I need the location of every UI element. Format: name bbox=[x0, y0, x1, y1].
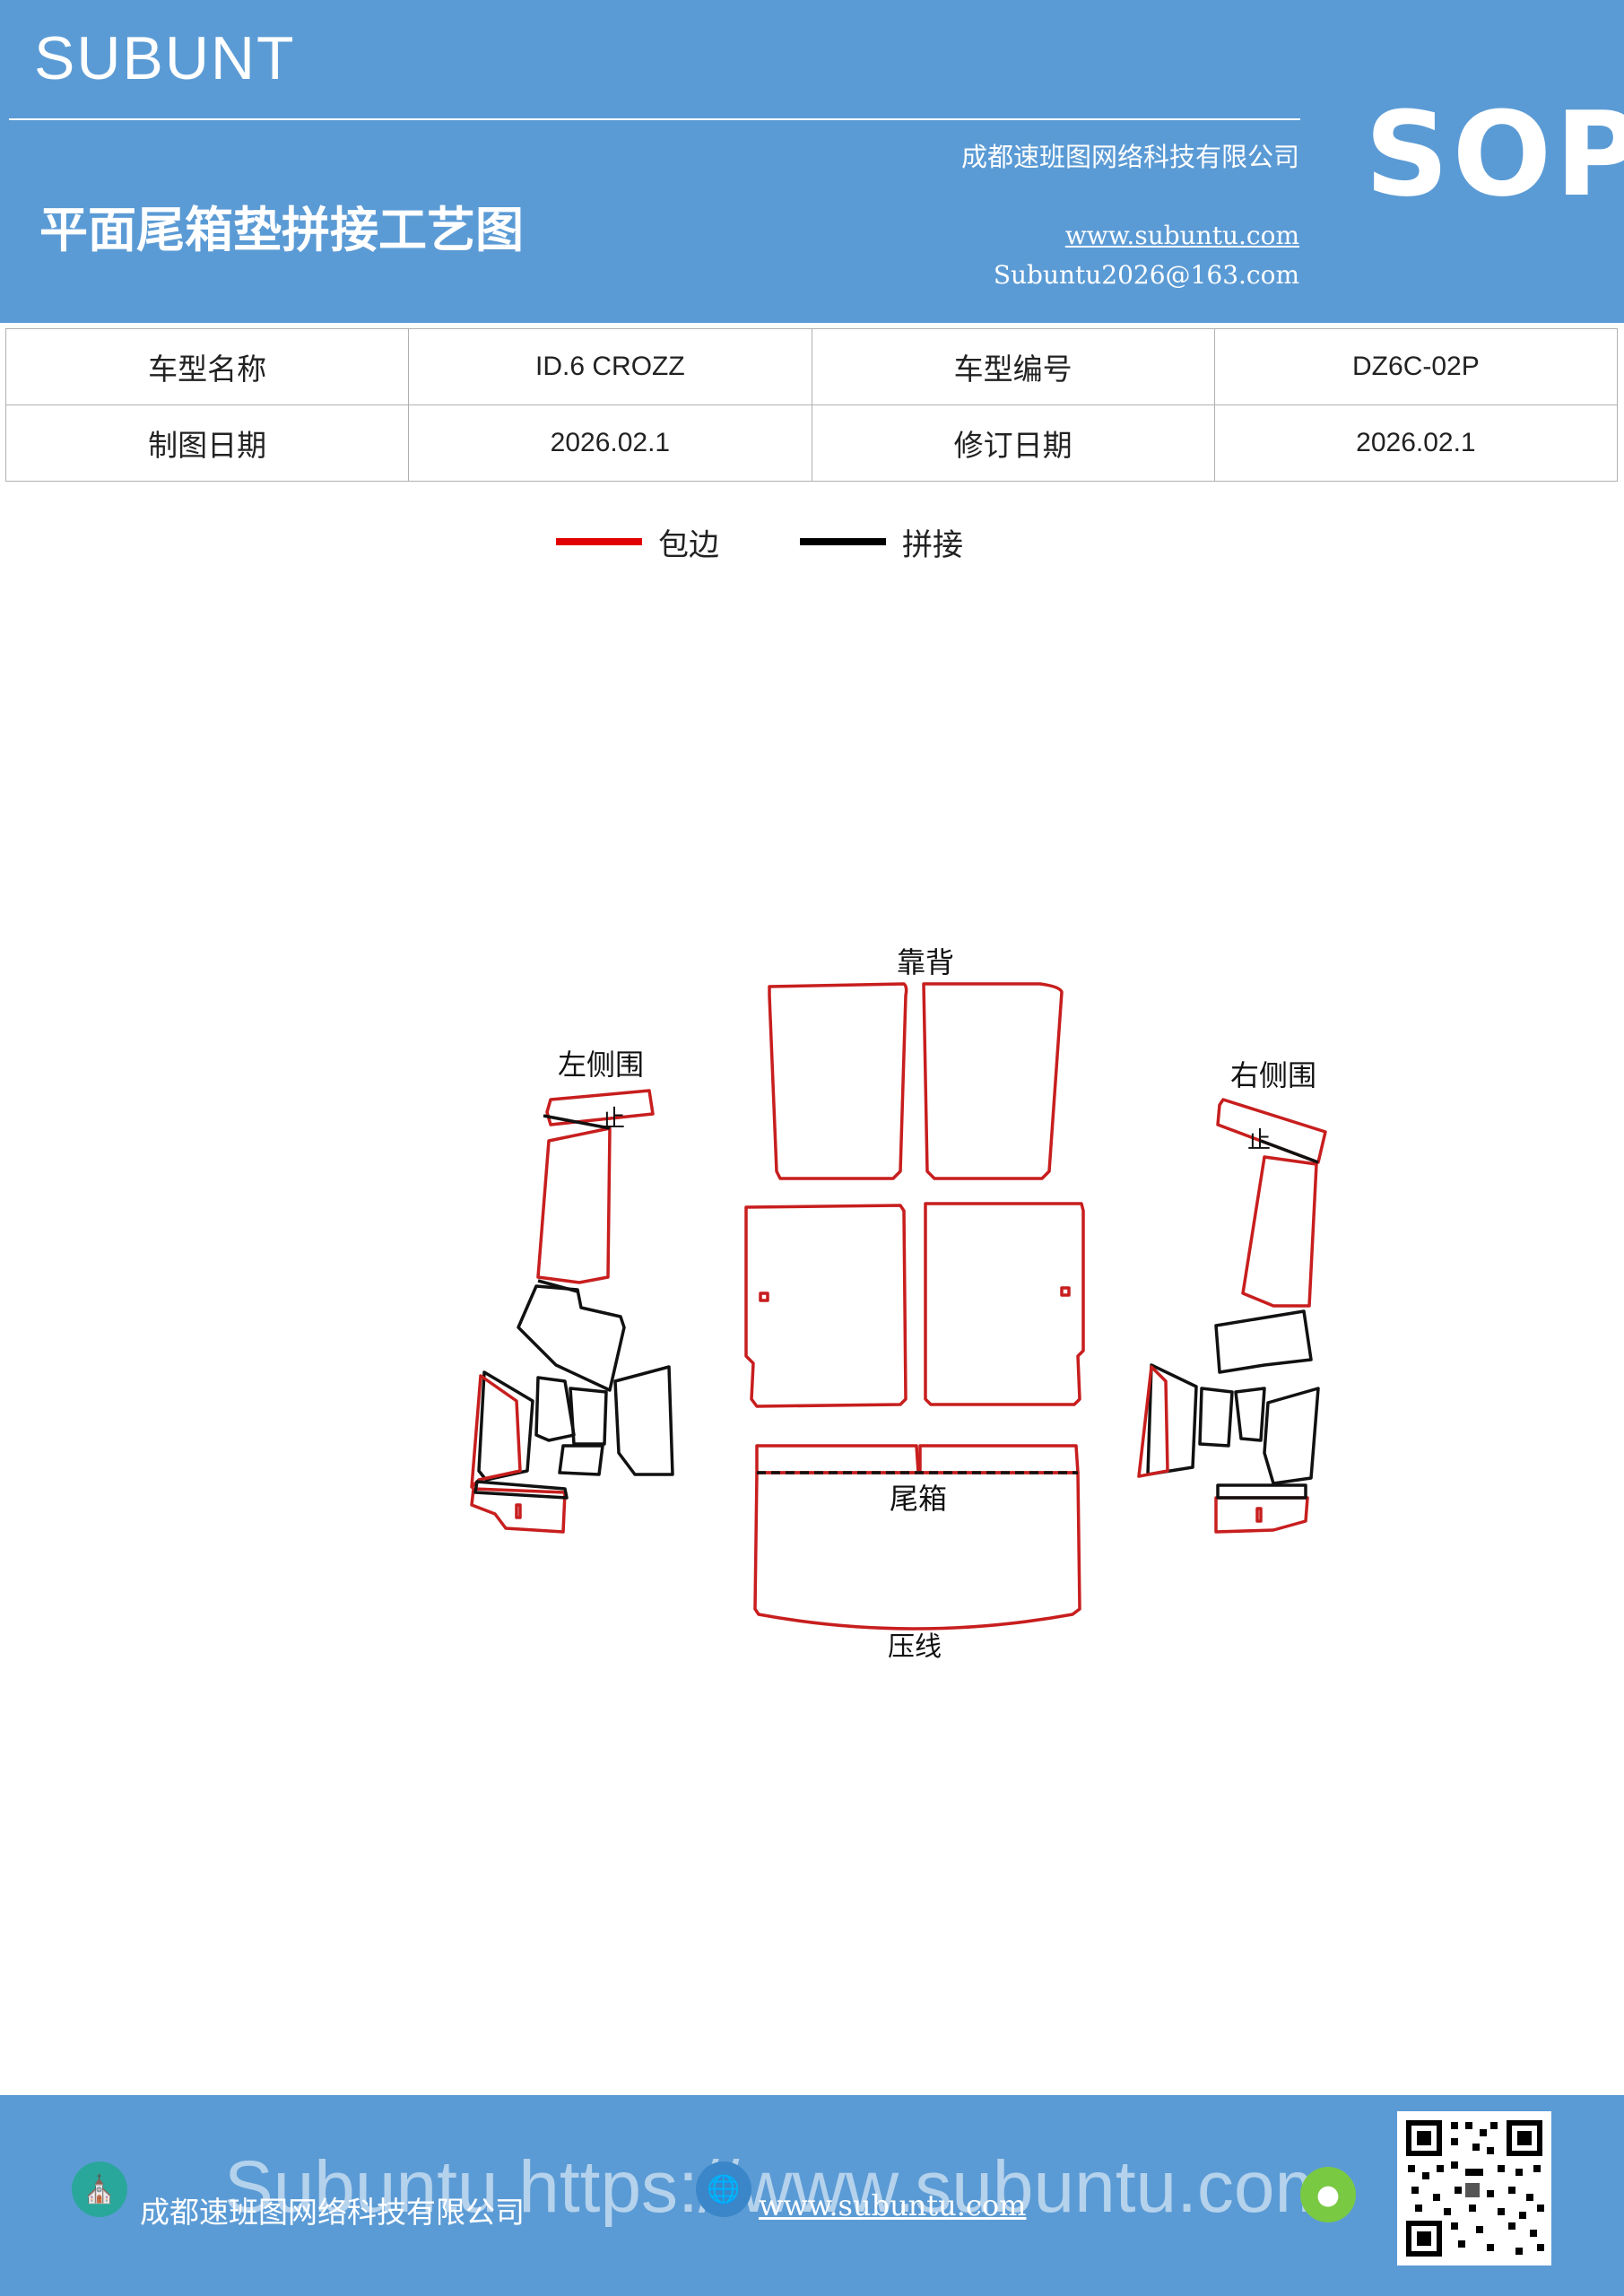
table-label: 制图日期 bbox=[4, 404, 410, 482]
wechat-icon: ● bbox=[1300, 2167, 1356, 2222]
right-side-slot bbox=[1255, 1507, 1263, 1523]
right-side-tab bbox=[1216, 1483, 1307, 1500]
legend-label-seam: 拼接 bbox=[902, 527, 963, 563]
right-side-lower-piece-b bbox=[1198, 1387, 1234, 1448]
table-label: 修订日期 bbox=[811, 404, 1215, 482]
legend-swatch-edge bbox=[556, 538, 642, 545]
legend-label-edge: 包边 bbox=[658, 527, 719, 563]
left-side-upper-piece bbox=[536, 1126, 612, 1284]
backrest-top-left-panel bbox=[768, 982, 908, 1180]
right-stop-mark: 止 bbox=[1247, 1127, 1271, 1154]
hole-left bbox=[759, 1292, 769, 1302]
sop-badge: SOP bbox=[1365, 86, 1624, 222]
left-side-lower-piece-a bbox=[477, 1370, 534, 1482]
footer-website-link[interactable]: www.subuntu.com bbox=[759, 2188, 1027, 2222]
table-label: 车型编号 bbox=[811, 328, 1215, 405]
left-stop-mark: 止 bbox=[602, 1106, 625, 1133]
left-side-bottom-piece-a bbox=[470, 1374, 522, 1489]
right-side-lower-piece-c bbox=[1234, 1387, 1266, 1442]
table-value: 2026.02.1 bbox=[408, 404, 812, 482]
trunk-label: 尾箱 bbox=[890, 1482, 947, 1516]
backrest-bottom-left-panel bbox=[744, 1204, 908, 1408]
left-side-seam-b bbox=[537, 1279, 578, 1293]
right-side-upper-piece bbox=[1241, 1155, 1318, 1308]
right-side-lower-piece-a bbox=[1146, 1363, 1198, 1476]
left-side-top-piece bbox=[545, 1089, 655, 1126]
right-side-seam bbox=[1260, 1139, 1319, 1164]
building-icon: ⛪ bbox=[72, 2161, 127, 2217]
qr-code-icon bbox=[1403, 2117, 1546, 2260]
footer-company-name: 成都速班图网络科技有限公司 bbox=[140, 2195, 525, 2230]
left-side-middle-piece bbox=[517, 1284, 626, 1392]
left-side-tab bbox=[473, 1480, 569, 1500]
globe-icon: 🌐 bbox=[696, 2161, 751, 2217]
backrest-bottom-right-panel bbox=[924, 1202, 1085, 1406]
right-side-edge-piece bbox=[1137, 1365, 1169, 1478]
table-row: 车型名称 ID.6 CROZZ 车型编号 DZ6C-02P bbox=[4, 328, 1619, 405]
trunk-strip-right bbox=[918, 1444, 1080, 1474]
qr-code bbox=[1397, 2111, 1551, 2266]
left-side-slot bbox=[515, 1503, 522, 1519]
website-link[interactable]: www.subuntu.com bbox=[1064, 221, 1299, 250]
right-side-label: 右侧围 bbox=[1230, 1058, 1316, 1092]
left-side-lower-piece-d bbox=[613, 1365, 674, 1476]
table-value: DZ6C-02P bbox=[1213, 328, 1619, 405]
table-value: ID.6 CROZZ bbox=[408, 328, 812, 405]
trunk-main-panel bbox=[753, 1471, 1081, 1631]
vehicle-info-table: 车型名称 ID.6 CROZZ 车型编号 DZ6C-02P 制图日期 2026.… bbox=[4, 328, 1619, 482]
right-side-top-piece bbox=[1216, 1098, 1327, 1164]
trunk-strip-left bbox=[755, 1444, 920, 1474]
legend: 包边 拼接 bbox=[0, 520, 1624, 574]
footer-watermark: Subuntu https://www.subuntu.com bbox=[224, 2146, 1336, 2228]
right-side-middle-piece bbox=[1214, 1309, 1313, 1374]
left-side-lower-piece-c bbox=[569, 1387, 608, 1446]
header-divider bbox=[9, 118, 1300, 120]
table-label: 车型名称 bbox=[4, 328, 410, 405]
legend-swatch-seam bbox=[800, 538, 886, 545]
left-side-label: 左侧围 bbox=[558, 1048, 644, 1082]
brand-name: SUBUNT bbox=[34, 24, 296, 92]
email-address[interactable]: Subuntu2026@163.com bbox=[993, 260, 1299, 290]
table-value: 2026.02.1 bbox=[1213, 404, 1619, 482]
hole-right bbox=[1060, 1286, 1071, 1297]
crease-label: 压线 bbox=[888, 1631, 942, 1663]
header-banner: SUBUNT 平面尾箱垫拼接工艺图 成都速班图网络科技有限公司 www.subu… bbox=[0, 0, 1624, 323]
left-side-seam bbox=[543, 1114, 611, 1130]
left-side-lower-piece-b bbox=[534, 1376, 576, 1442]
backrest-label: 靠背 bbox=[897, 945, 954, 979]
right-side-lower-piece-d bbox=[1263, 1387, 1320, 1485]
page-title: 平面尾箱垫拼接工艺图 bbox=[39, 202, 524, 258]
table-row: 制图日期 2026.02.1 修订日期 2026.02.1 bbox=[4, 404, 1619, 482]
backrest-top-right-panel bbox=[922, 982, 1064, 1180]
company-name: 成都速班图网络科技有限公司 bbox=[960, 142, 1299, 172]
left-side-bottom-piece-b bbox=[558, 1444, 604, 1476]
